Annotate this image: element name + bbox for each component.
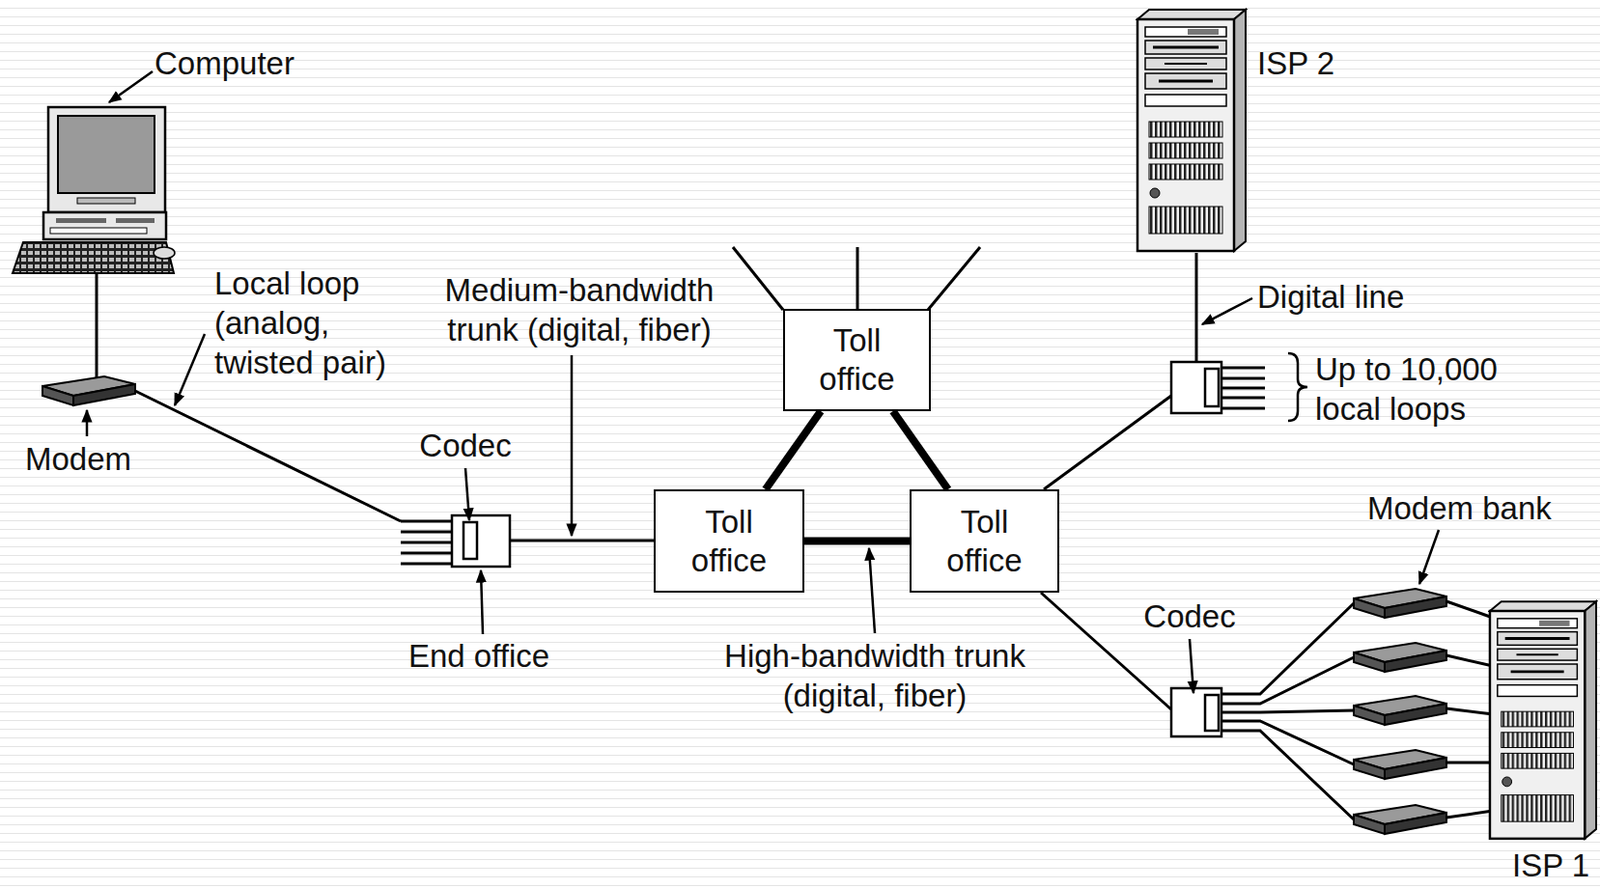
leader-line (869, 548, 875, 634)
loop-wire (400, 552, 452, 556)
callout-label: ISP 2 (1257, 43, 1335, 84)
callout-label: Codec (1136, 596, 1243, 637)
leader-line (570, 355, 574, 536)
monitor-stand (77, 197, 136, 204)
modem-icon (1353, 696, 1447, 726)
office-box: Toll office (653, 489, 805, 593)
callout-label: Computer (154, 43, 295, 84)
callout-label: Digital line (1257, 277, 1404, 317)
modem-wire (1221, 603, 1354, 695)
modem-wire (1221, 710, 1354, 713)
leader-line (174, 334, 205, 406)
leader-lines (86, 71, 1439, 694)
trunk-line (509, 539, 654, 543)
trunk-line (856, 247, 860, 310)
text-group: Toll office (798, 321, 916, 399)
loop-wire (400, 541, 452, 545)
leader-line (1419, 530, 1439, 585)
modem-wire (1446, 601, 1493, 618)
loop-wire (1221, 366, 1265, 370)
callout-label: Modem (25, 439, 132, 479)
drive-slot (50, 227, 147, 234)
node-text: Toll office (798, 321, 916, 399)
server-icon (1489, 601, 1597, 840)
node-text: Toll office (925, 503, 1044, 581)
end-office (135, 391, 654, 567)
callout-label: Medium-bandwidth trunk (digital, fiber) (424, 270, 734, 350)
keyboard (12, 242, 174, 274)
text-group: Toll office (669, 503, 789, 581)
trunk-line (732, 247, 784, 310)
modem-icon (42, 376, 136, 406)
callout-label: Local loop (analog, twisted pair) (214, 263, 420, 383)
callout-label: Up to 10,000 local loops (1315, 349, 1528, 429)
codec-symbol (1205, 695, 1219, 731)
trunk-line (1043, 395, 1172, 490)
loop-wire (400, 562, 452, 566)
trunk-line (927, 247, 981, 310)
modem-wire (1446, 811, 1493, 818)
leader-line (1189, 639, 1194, 694)
leader-line (480, 570, 483, 635)
cable (95, 273, 99, 379)
modem-wire (1446, 761, 1493, 765)
modem-wire (1221, 730, 1354, 820)
loop-wire (1221, 387, 1265, 391)
modem-icon (1353, 805, 1447, 835)
leader-line (465, 468, 470, 521)
digital-line (1195, 252, 1199, 363)
local-loop-wire (135, 391, 401, 522)
codec-box (1171, 688, 1222, 737)
brace (1288, 353, 1308, 422)
server-icon (1137, 9, 1246, 252)
leader-line (109, 71, 153, 103)
text-group: Toll office (925, 503, 1044, 581)
codec-symbol (463, 522, 478, 560)
high-bandwidth-trunk (804, 537, 910, 546)
modem-wire (1446, 708, 1493, 715)
drive-slot (56, 218, 107, 224)
loop-wire (1221, 407, 1265, 411)
computer-icon (12, 107, 175, 379)
leader-line (85, 410, 89, 437)
loop-wire (1221, 377, 1265, 381)
modem-wire (1221, 657, 1354, 704)
modem-icon (1353, 750, 1447, 780)
high-bandwidth-trunk (893, 411, 949, 490)
office-box: Toll office (909, 489, 1060, 593)
high-bandwidth-trunk (765, 411, 821, 490)
callout-label: End office (396, 636, 562, 676)
mouse (153, 247, 175, 259)
node-text: Toll office (669, 503, 789, 581)
modem-wire (1446, 655, 1493, 667)
callout-label: ISP 1 (1512, 845, 1590, 886)
screen (57, 115, 155, 194)
drive-slot (115, 218, 155, 224)
callout-label: Codec (412, 425, 519, 466)
monitor (48, 107, 166, 213)
system-unit (43, 212, 167, 240)
callout-label: High-bandwidth trunk (digital, fiber) (710, 636, 1039, 716)
loop-wire (400, 520, 452, 524)
modem-icon (1353, 589, 1447, 618)
codec-symbol (1205, 368, 1219, 407)
modem-icon (1353, 643, 1447, 673)
office-box: Toll office (783, 308, 931, 412)
end-office-box (451, 515, 510, 567)
switch-box (1171, 362, 1222, 414)
callout-label: Modem bank (1367, 488, 1552, 529)
loop-wire (1221, 396, 1265, 400)
leader-line (1202, 298, 1253, 325)
loop-wire (400, 531, 452, 534)
